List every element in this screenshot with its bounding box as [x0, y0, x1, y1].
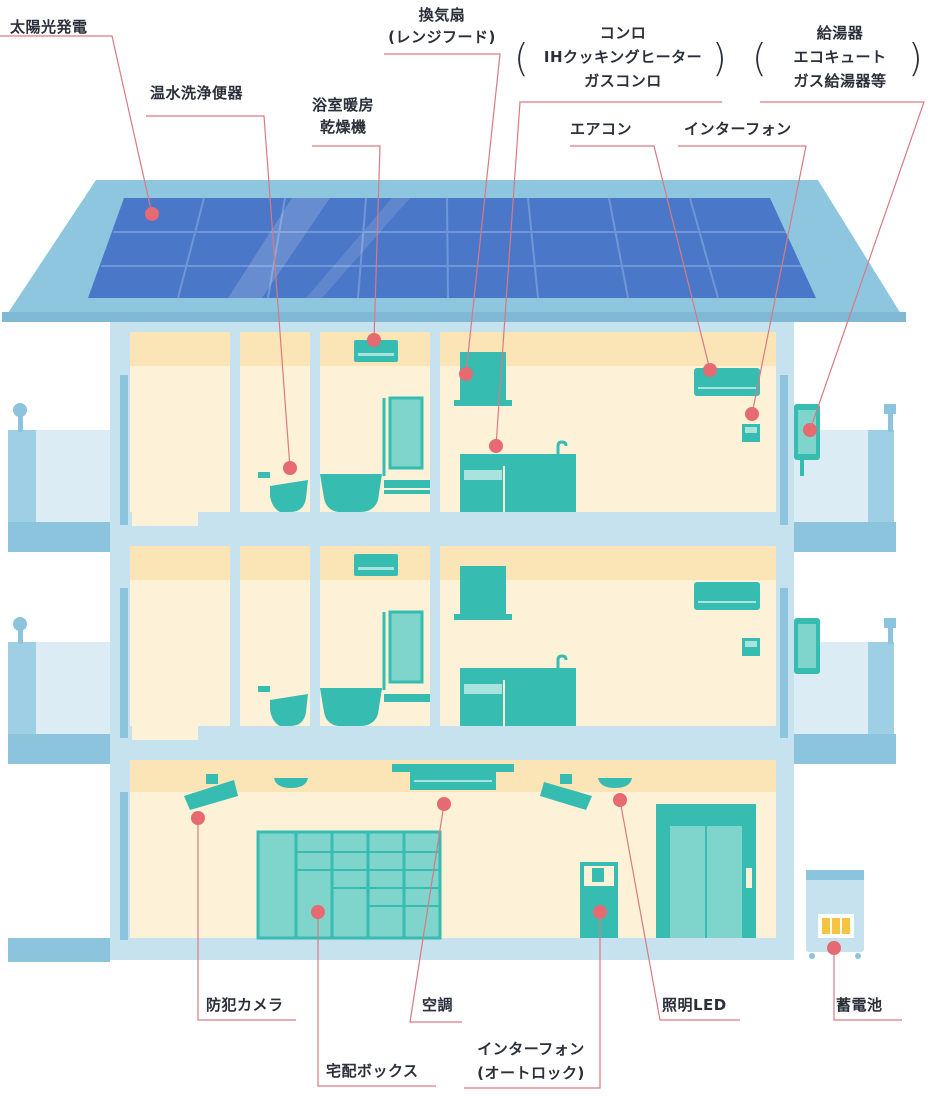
label-bath-dryer-1: 浴室暖房 [312, 96, 375, 114]
label-toilet: 温水洗浄便器 [150, 84, 244, 102]
label-water-heater-2: エコキュート [793, 48, 887, 66]
ceiling-light-left [274, 778, 308, 788]
leader-lines [0, 35, 925, 1089]
label-autolock-2: (オートロック) [477, 1064, 585, 1082]
toilet-f2 [258, 686, 308, 726]
label-battery: 蓄電池 [836, 996, 883, 1014]
kitchen-f3 [460, 440, 576, 512]
label-lighting: 照明LED [662, 996, 727, 1014]
security-camera-left [184, 774, 238, 810]
storage-battery [806, 870, 864, 959]
markers [145, 207, 841, 955]
label-water-heater-1: 給湯器 [816, 24, 864, 42]
label-camera: 防犯カメラ [206, 996, 284, 1014]
air-conditioner-f2 [694, 582, 760, 610]
label-stove-3: ガスコンロ [584, 72, 662, 90]
label-range-hood-1: 換気扇 [418, 6, 466, 24]
label-solar: 太陽光発電 [10, 18, 88, 36]
label-hvac: 空調 [422, 996, 454, 1014]
toilet-f3 [258, 472, 308, 512]
label-range-hood-2: (レンジフード) [388, 28, 496, 46]
left-balconies [8, 403, 110, 962]
paren-close-stove: ) [712, 36, 727, 80]
range-hood-f2 [454, 566, 512, 620]
security-camera-right [540, 774, 592, 810]
bath-dryer-unit-f2 [354, 554, 398, 576]
intercom-f3 [742, 424, 760, 442]
label-delivery-box: 宅配ボックス [326, 1062, 419, 1080]
label-intercom: インターフォン [684, 120, 792, 138]
paren-close-heater: ) [908, 36, 923, 80]
elevator [656, 804, 756, 938]
bathtub-f3 [320, 396, 430, 512]
delivery-box-unit [256, 830, 442, 940]
label-aircon: エアコン [570, 120, 633, 138]
kitchen-f2 [460, 654, 576, 726]
roof [2, 180, 906, 322]
label-water-heater-3: ガス給湯器等 [793, 72, 887, 90]
bathtub-f2 [320, 610, 430, 726]
label-bath-dryer-2: 乾燥機 [320, 118, 367, 136]
bath-dryer-unit [354, 340, 398, 362]
water-heater-f2 [794, 618, 820, 674]
floor-2 [130, 546, 776, 740]
intercom-f2 [742, 638, 760, 656]
ceiling-light-right [598, 778, 632, 788]
label-autolock-1: インターフォン [477, 1040, 585, 1058]
paren-open-heater: ( [752, 36, 767, 80]
label-stove-1: コンロ [599, 24, 647, 42]
paren-open-stove: ( [514, 36, 529, 80]
floor-3 [130, 332, 776, 526]
autolock-panel [580, 862, 618, 938]
solar-panel-array [88, 198, 816, 298]
hvac-unit [392, 764, 514, 790]
label-stove-2: IHクッキングヒーター [543, 48, 703, 66]
